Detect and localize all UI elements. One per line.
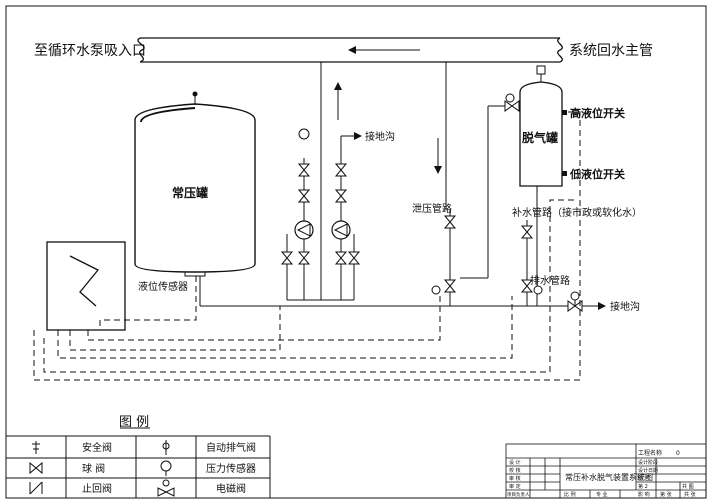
main-header-pipe — [137, 37, 563, 63]
drawing-border — [5, 5, 707, 499]
tb-design-no: 设计阶段 — [638, 459, 658, 466]
ball-valve-icon — [347, 251, 361, 265]
ball-valve-icon — [297, 189, 311, 203]
legend-item-safety-valve: 安全阀 — [82, 441, 112, 454]
legend-item-check-valve: 止回阀 — [82, 482, 112, 495]
solenoid-valve-icon — [505, 93, 515, 103]
pipe-network — [199, 62, 606, 310]
ball-valve-icon — [297, 251, 311, 265]
tb-review: 审 核 — [509, 475, 521, 482]
solenoid-valve-body-icon — [567, 300, 583, 312]
lightning-icon — [69, 255, 100, 307]
tb-sheet: 第 2 — [638, 483, 648, 490]
pressure-tank-label: 常压罐 — [172, 185, 208, 200]
title-block — [505, 443, 707, 499]
tb-major: 专 业 — [596, 491, 608, 498]
check-valve-icon — [431, 285, 441, 295]
ball-valve-icon — [334, 251, 348, 265]
check-valve-makeup-icon — [533, 285, 543, 295]
degas-tank — [519, 65, 567, 187]
legend-item-ball-valve: 球 阀 — [82, 462, 105, 475]
ball-valve-icon — [334, 163, 348, 177]
drawing-title: 常压补水脱气装置系统图 — [565, 472, 653, 482]
ball-valve-icon — [520, 225, 534, 239]
solenoid-valve-body-icon — [504, 100, 520, 112]
main-pipe-left-label: 至循环水泵吸入口 — [34, 43, 146, 59]
ball-valve-icon — [297, 163, 311, 177]
control-cabinet — [46, 241, 126, 331]
low-level-switch-label: 低液位开关 — [569, 167, 625, 181]
pump-right — [331, 220, 351, 240]
pressure-sensor-legend-icon — [160, 460, 172, 476]
pressure-gauge-icon — [298, 128, 310, 140]
ball-valve-icon — [280, 251, 294, 265]
signal-lines — [33, 111, 581, 381]
tb-lead: 项目负责人 — [507, 491, 530, 498]
ground-drain-right-label: 接地沟 — [610, 300, 640, 313]
legend-item-pressure-sensor: 压力传感器 — [206, 462, 256, 475]
tb-approve: 审 定 — [509, 483, 521, 490]
valve-group — [280, 100, 583, 312]
main-pipe-right-label: 系统回水主管 — [569, 43, 653, 59]
tb-design: 设 计 — [509, 459, 521, 466]
tb-drawing-no: 图 号 — [638, 476, 650, 482]
degas-tank-label: 脱气罐 — [522, 130, 558, 145]
solenoid-valve-legend-icon — [157, 479, 175, 497]
legend-title: 图 例 — [119, 415, 149, 430]
project-name-label: 工程名称 — [638, 449, 662, 457]
project-name-value: 0 — [676, 450, 680, 457]
air-vent-legend-icon — [162, 440, 170, 455]
ball-valve-icon — [520, 279, 534, 293]
tb-mark: 影 响 — [638, 491, 650, 498]
legend-item-air-vent: 自动排气阀 — [206, 441, 256, 454]
legend: 图 例 安全阀 自动排气阀 球 阀 压力传感器 止回阀 电磁阀 — [6, 415, 271, 499]
level-sensor-label: 液位传感器 — [138, 280, 188, 293]
tank-vent-icon — [192, 91, 198, 97]
ball-valve-icon — [443, 279, 457, 293]
ball-valve-legend-icon — [29, 461, 43, 475]
tb-check: 校 核 — [509, 467, 521, 474]
ball-valve-icon — [334, 189, 348, 203]
tb-design-date: 设计日期 — [638, 467, 658, 474]
ground-drain-top-label: 接地沟 — [365, 130, 395, 143]
tb-foot-sheet: 第 张 — [660, 491, 672, 498]
ball-valve-icon — [443, 215, 457, 229]
relief-pipe-label: 泄压管路 — [412, 202, 452, 215]
legend-item-solenoid-valve: 电磁阀 — [216, 482, 246, 495]
pressure-tank — [134, 91, 256, 277]
degas-vent-icon — [536, 65, 546, 75]
safety-valve-legend-icon — [32, 441, 40, 454]
solenoid-valve-drain-icon — [570, 291, 580, 301]
high-level-switch-label: 高液位开关 — [570, 106, 625, 120]
tb-scale: 比 例 — [564, 491, 576, 498]
pump-left — [294, 220, 314, 240]
makeup-pipe-label: 补水管路（接市政或软化水） — [512, 206, 642, 219]
tb-total: 共 图 — [682, 483, 694, 490]
tb-foot-total: 共 张 — [684, 491, 696, 498]
check-valve-legend-icon — [29, 481, 43, 495]
